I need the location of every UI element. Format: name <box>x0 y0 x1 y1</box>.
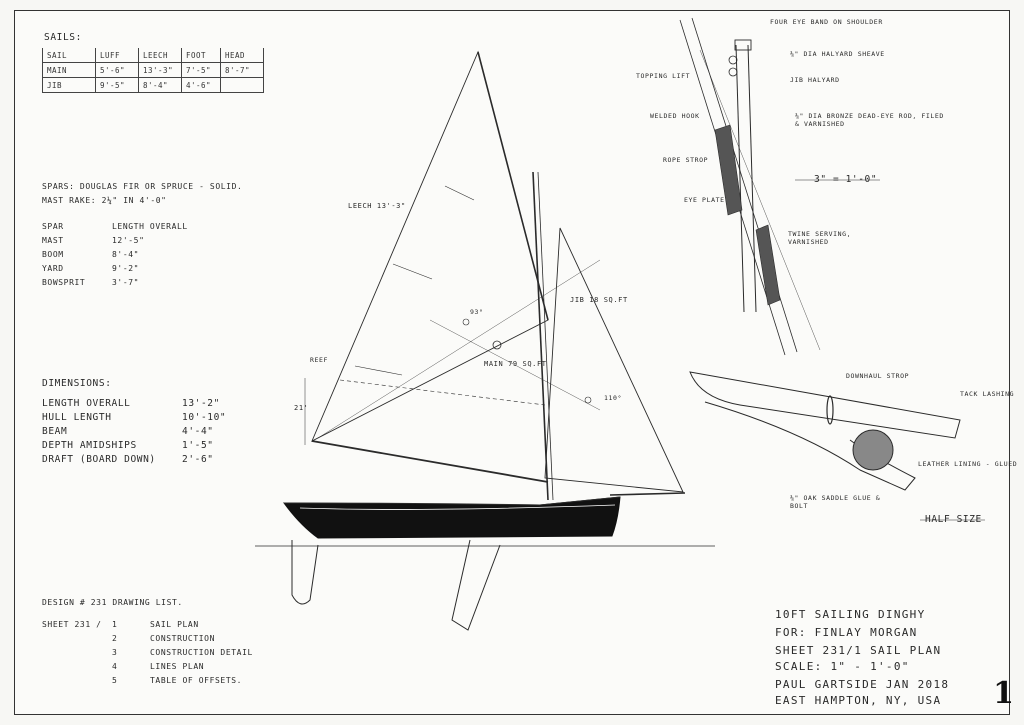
bowsprit <box>609 492 686 496</box>
table-row: MAIN 5'-6" 13'-3" 7'-5" 8'-7" <box>42 62 264 78</box>
jib-area-label: JIB 18 SQ.FT <box>570 296 628 304</box>
jaw-boom <box>689 371 961 439</box>
mast-label: ⅜" DIA HALYARD SHEAVE <box>790 50 885 58</box>
jaw-mast-section <box>852 429 894 471</box>
spar-name: YARD <box>42 264 64 273</box>
mast-label: ROPE STROP <box>663 156 709 164</box>
mast-label: FOUR EYE BAND ON SHOULDER <box>770 18 883 26</box>
spars-line1: SPARS: DOUGLAS FIR OR SPRUCE - SOLID. <box>42 182 243 191</box>
cell: 9'-5" <box>95 77 139 93</box>
cell: 7'-5" <box>181 62 221 78</box>
sheet-number: 1 <box>993 676 1014 711</box>
title-location: EAST HAMPTON, NY, USA <box>775 694 942 707</box>
cell <box>220 77 264 93</box>
sheer-line <box>283 496 621 506</box>
jaw-label: TACK LASHING <box>960 390 1015 398</box>
title-scale: SCALE: 1" - 1'-0" <box>775 660 910 673</box>
mast-label: EYE PLATE <box>684 196 725 204</box>
dim-value: 10'-10" <box>182 412 227 423</box>
dim-value: 1'-5" <box>182 440 214 451</box>
dim-value: 4'-4" <box>182 426 214 437</box>
spars-line2: MAST RAKE: 2¼" IN 4'-0" <box>42 196 167 205</box>
mast-label: TOPPING LIFT <box>636 72 691 80</box>
header-foot: FOOT <box>181 48 221 63</box>
rudder <box>291 540 319 605</box>
jaw-label: LEATHER LINING - GLUED <box>918 460 1018 468</box>
dimensions-title: DIMENSIONS: <box>42 378 112 389</box>
list-num: 3 <box>112 648 118 657</box>
title-client: FOR: FINLAY MORGAN <box>775 626 918 639</box>
list-item: TABLE OF OFFSETS. <box>150 676 243 685</box>
mast-label: WELDED HOOK <box>650 112 700 120</box>
drawing-sheet <box>14 10 1010 715</box>
jib <box>544 227 684 493</box>
mast-label: JIB HALYARD <box>790 76 840 84</box>
title-line: 10FT SAILING DINGHY <box>775 608 926 621</box>
dim-name: HULL LENGTH <box>42 412 112 423</box>
cell: MAIN <box>42 62 96 78</box>
boom <box>311 440 549 483</box>
sails-title: SAILS: <box>44 32 82 43</box>
cell: 4'-6" <box>181 77 221 93</box>
list-item: CONSTRUCTION DETAIL <box>150 648 253 657</box>
list-item: CONSTRUCTION <box>150 634 215 643</box>
drawing-list-title: DESIGN # 231 DRAWING LIST. <box>42 598 183 607</box>
mast <box>532 171 549 501</box>
dim-name: BEAM <box>42 426 68 437</box>
header-luff: LUFF <box>95 48 139 63</box>
dim-name: DRAFT (BOARD DOWN) <box>42 454 156 465</box>
list-num: 2 <box>112 634 118 643</box>
cell: 8'-4" <box>138 77 182 93</box>
mast-label: ⅜" DIA BRONZE DEAD-EYE ROD, FILED & VARN… <box>795 112 944 128</box>
list-num: 5 <box>112 676 118 685</box>
cell: 8'-7" <box>220 62 264 78</box>
dim-value: 13'-2" <box>182 398 220 409</box>
header-sail: SAIL <box>42 48 96 63</box>
list-item: LINES PLAN <box>150 662 205 671</box>
dim-name: LENGTH OVERALL <box>42 398 131 409</box>
reef-label: REEF <box>310 356 329 364</box>
table-row: JIB 9'-5" 8'-4" 4'-6" <box>42 77 264 93</box>
spar-length-header: LENGTH OVERALL <box>112 222 188 231</box>
list-num: 1 <box>112 620 118 629</box>
spar-length: 12'-5" <box>112 236 145 245</box>
spar-name: BOWSPRIT <box>42 278 86 287</box>
header-head: HEAD <box>220 48 264 63</box>
cell: 13'-3" <box>138 62 182 78</box>
cell: 5'-6" <box>95 62 139 78</box>
mainsail <box>311 50 549 442</box>
sails-table: SAIL LUFF LEECH FOOT HEAD MAIN 5'-6" 13'… <box>42 48 264 93</box>
dim-name: DEPTH AMIDSHIPS <box>42 440 137 451</box>
detail-mast <box>735 44 745 313</box>
list-item: SAIL PLAN <box>150 620 199 629</box>
jaw-scale-label: HALF SIZE <box>925 514 982 525</box>
jaw-label: ⅜" OAK SADDLE GLUE & BOLT <box>790 494 881 510</box>
main-area-label: MAIN 79 SQ.FT <box>484 360 547 368</box>
spar-header: SPAR <box>42 222 64 231</box>
spar-length: 9'-2" <box>112 264 140 273</box>
dim-value: 2'-6" <box>182 454 214 465</box>
angle-110-label: 110° <box>604 394 623 402</box>
mast-label: TWINE SERVING, VARNISHED <box>788 230 852 246</box>
spar-length: 8'-4" <box>112 250 140 259</box>
mast-detail-scale: 3" = 1'-0" <box>814 174 878 185</box>
drawing-list-sheet: SHEET 231 / <box>42 620 102 629</box>
centerboard <box>451 539 501 631</box>
spar-name: BOOM <box>42 250 64 259</box>
spar-length: 3'-7" <box>112 278 140 287</box>
title-sheet: SHEET 231/1 SAIL PLAN <box>775 644 942 657</box>
leech-label: LEECH 13'-3" <box>348 202 406 210</box>
title-designer: PAUL GARTSIDE JAN 2018 <box>775 678 950 691</box>
angle-93-label: 93° <box>470 308 484 316</box>
dim-21-label: 21' <box>294 404 309 412</box>
sails-table-header: SAIL LUFF LEECH FOOT HEAD <box>42 48 264 63</box>
cell: JIB <box>42 77 96 93</box>
spar-name: MAST <box>42 236 64 245</box>
header-leech: LEECH <box>138 48 182 63</box>
jaw-label: DOWNHAUL STROP <box>846 372 910 380</box>
list-num: 4 <box>112 662 118 671</box>
